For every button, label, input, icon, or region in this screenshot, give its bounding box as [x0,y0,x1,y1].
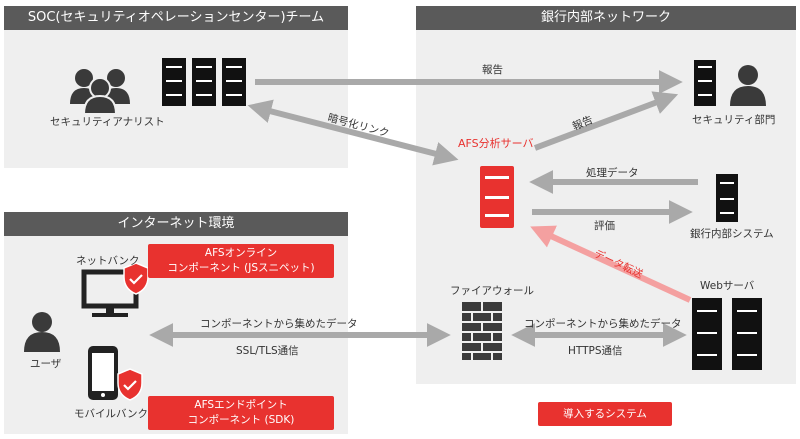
security-dept-label: セキュリティ部門 [692,114,776,126]
afs-server-label: AFS分析サーバ [458,137,534,150]
mobile-bank-label: モバイルバンク [74,408,149,420]
legend-deployed-system: 導入するシステム [538,402,672,426]
afs-endpoint-line2: コンポーネント (SDK) [187,414,295,426]
bank-system-label: 銀行内部システム [690,228,774,240]
analyst-label: セキュリティアナリスト [50,116,165,128]
arrow-data-transfer [530,225,692,303]
soc-panel-title: SOC(セキュリティオペレーションセンター)チーム [4,6,348,30]
net-bank-label: ネットバンク [76,255,140,267]
web-server-icon [692,298,762,370]
firewall-label: ファイアウォール [450,285,534,297]
arrow-encrypted-link [247,99,459,166]
user-icon [24,312,60,352]
report-top-label: 報告 [482,64,503,76]
processed-data-label: 処理データ [586,167,639,179]
web-server-label: Webサーバ [700,280,755,292]
collected-data-right-label: コンポーネントから集めたデータ [524,318,682,330]
afs-server-icon [480,166,514,228]
internet-panel-title: インターネット環境 [4,212,348,236]
ssl-tls-label: SSL/TLS通信 [236,345,299,357]
user-label: ユーザ [30,358,62,370]
shield-check-icon-mobile [117,368,143,401]
afs-endpoint-component: AFSエンドポイント コンポーネント (SDK) [148,396,334,430]
bank-panel-title: 銀行内部ネットワーク [416,6,796,30]
legend-label: 導入するシステム [563,407,647,420]
bank-system-icon [716,174,738,222]
soc-panel: SOC(セキュリティオペレーションセンター)チーム [4,6,348,168]
security-dept-icon [694,60,766,106]
afs-endpoint-line1: AFSエンドポイント [194,399,288,411]
soc-servers-icon [162,58,246,106]
https-label: HTTPS通信 [568,345,623,357]
firewall-icon [462,302,502,360]
evaluation-label: 評価 [594,220,615,232]
afs-online-line2: コンポーネント (JSスニペット) [167,262,315,274]
shield-check-icon-net [123,262,149,295]
afs-online-component: AFSオンライン コンポーネント (JSスニペット) [148,244,334,278]
analyst-group-icon [70,69,130,115]
collected-data-left-label: コンポーネントから集めたデータ [200,318,358,330]
arrow-report-diag [533,91,679,151]
afs-online-line1: AFSオンライン [204,247,278,259]
smartphone-icon [88,346,118,400]
